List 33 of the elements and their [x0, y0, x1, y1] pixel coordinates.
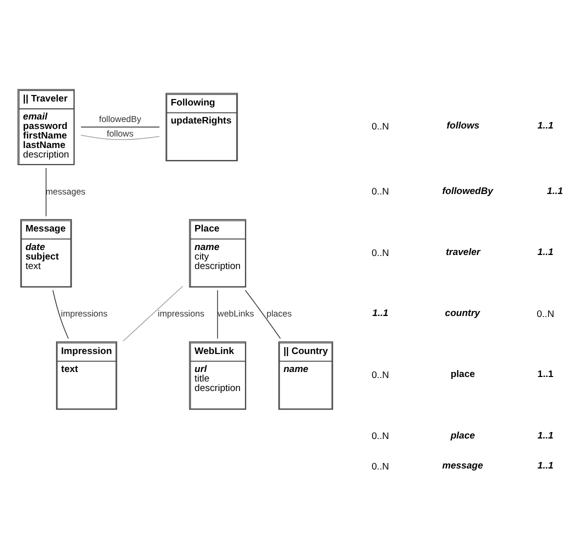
edge-label: follows	[106, 128, 134, 138]
connector	[217, 289, 218, 338]
label: 0..N	[372, 121, 390, 132]
connector	[80, 126, 160, 127]
label: 1..1	[547, 185, 563, 196]
label: 0..N	[372, 370, 390, 381]
label: 0..N	[372, 186, 390, 198]
label: 0..N	[372, 430, 390, 442]
label: 0..N	[536, 308, 554, 320]
connector	[122, 285, 184, 342]
label: 0..N	[372, 460, 390, 472]
label: 1..1	[538, 246, 554, 258]
edge-label: impressions	[158, 308, 204, 318]
label: place	[450, 430, 475, 441]
connector	[244, 289, 281, 338]
label: 1..1	[538, 460, 554, 472]
label: followedBy	[442, 185, 494, 196]
edge-label: places	[266, 308, 292, 318]
label: message	[442, 460, 484, 472]
label: traveler	[446, 246, 480, 258]
connector	[52, 289, 69, 339]
label: 0..N	[372, 247, 390, 258]
label: follows	[446, 120, 480, 132]
label: 1..1	[538, 120, 554, 132]
label: country	[445, 308, 480, 319]
label: 1..1	[372, 308, 388, 319]
label: 1..1	[538, 430, 554, 441]
edge-label: impressions	[60, 308, 108, 318]
label: 1..1	[538, 368, 554, 380]
edge-label: messages	[46, 186, 86, 196]
label: place	[450, 368, 475, 380]
edge-label: followedBy	[99, 114, 142, 124]
connector	[80, 134, 160, 140]
